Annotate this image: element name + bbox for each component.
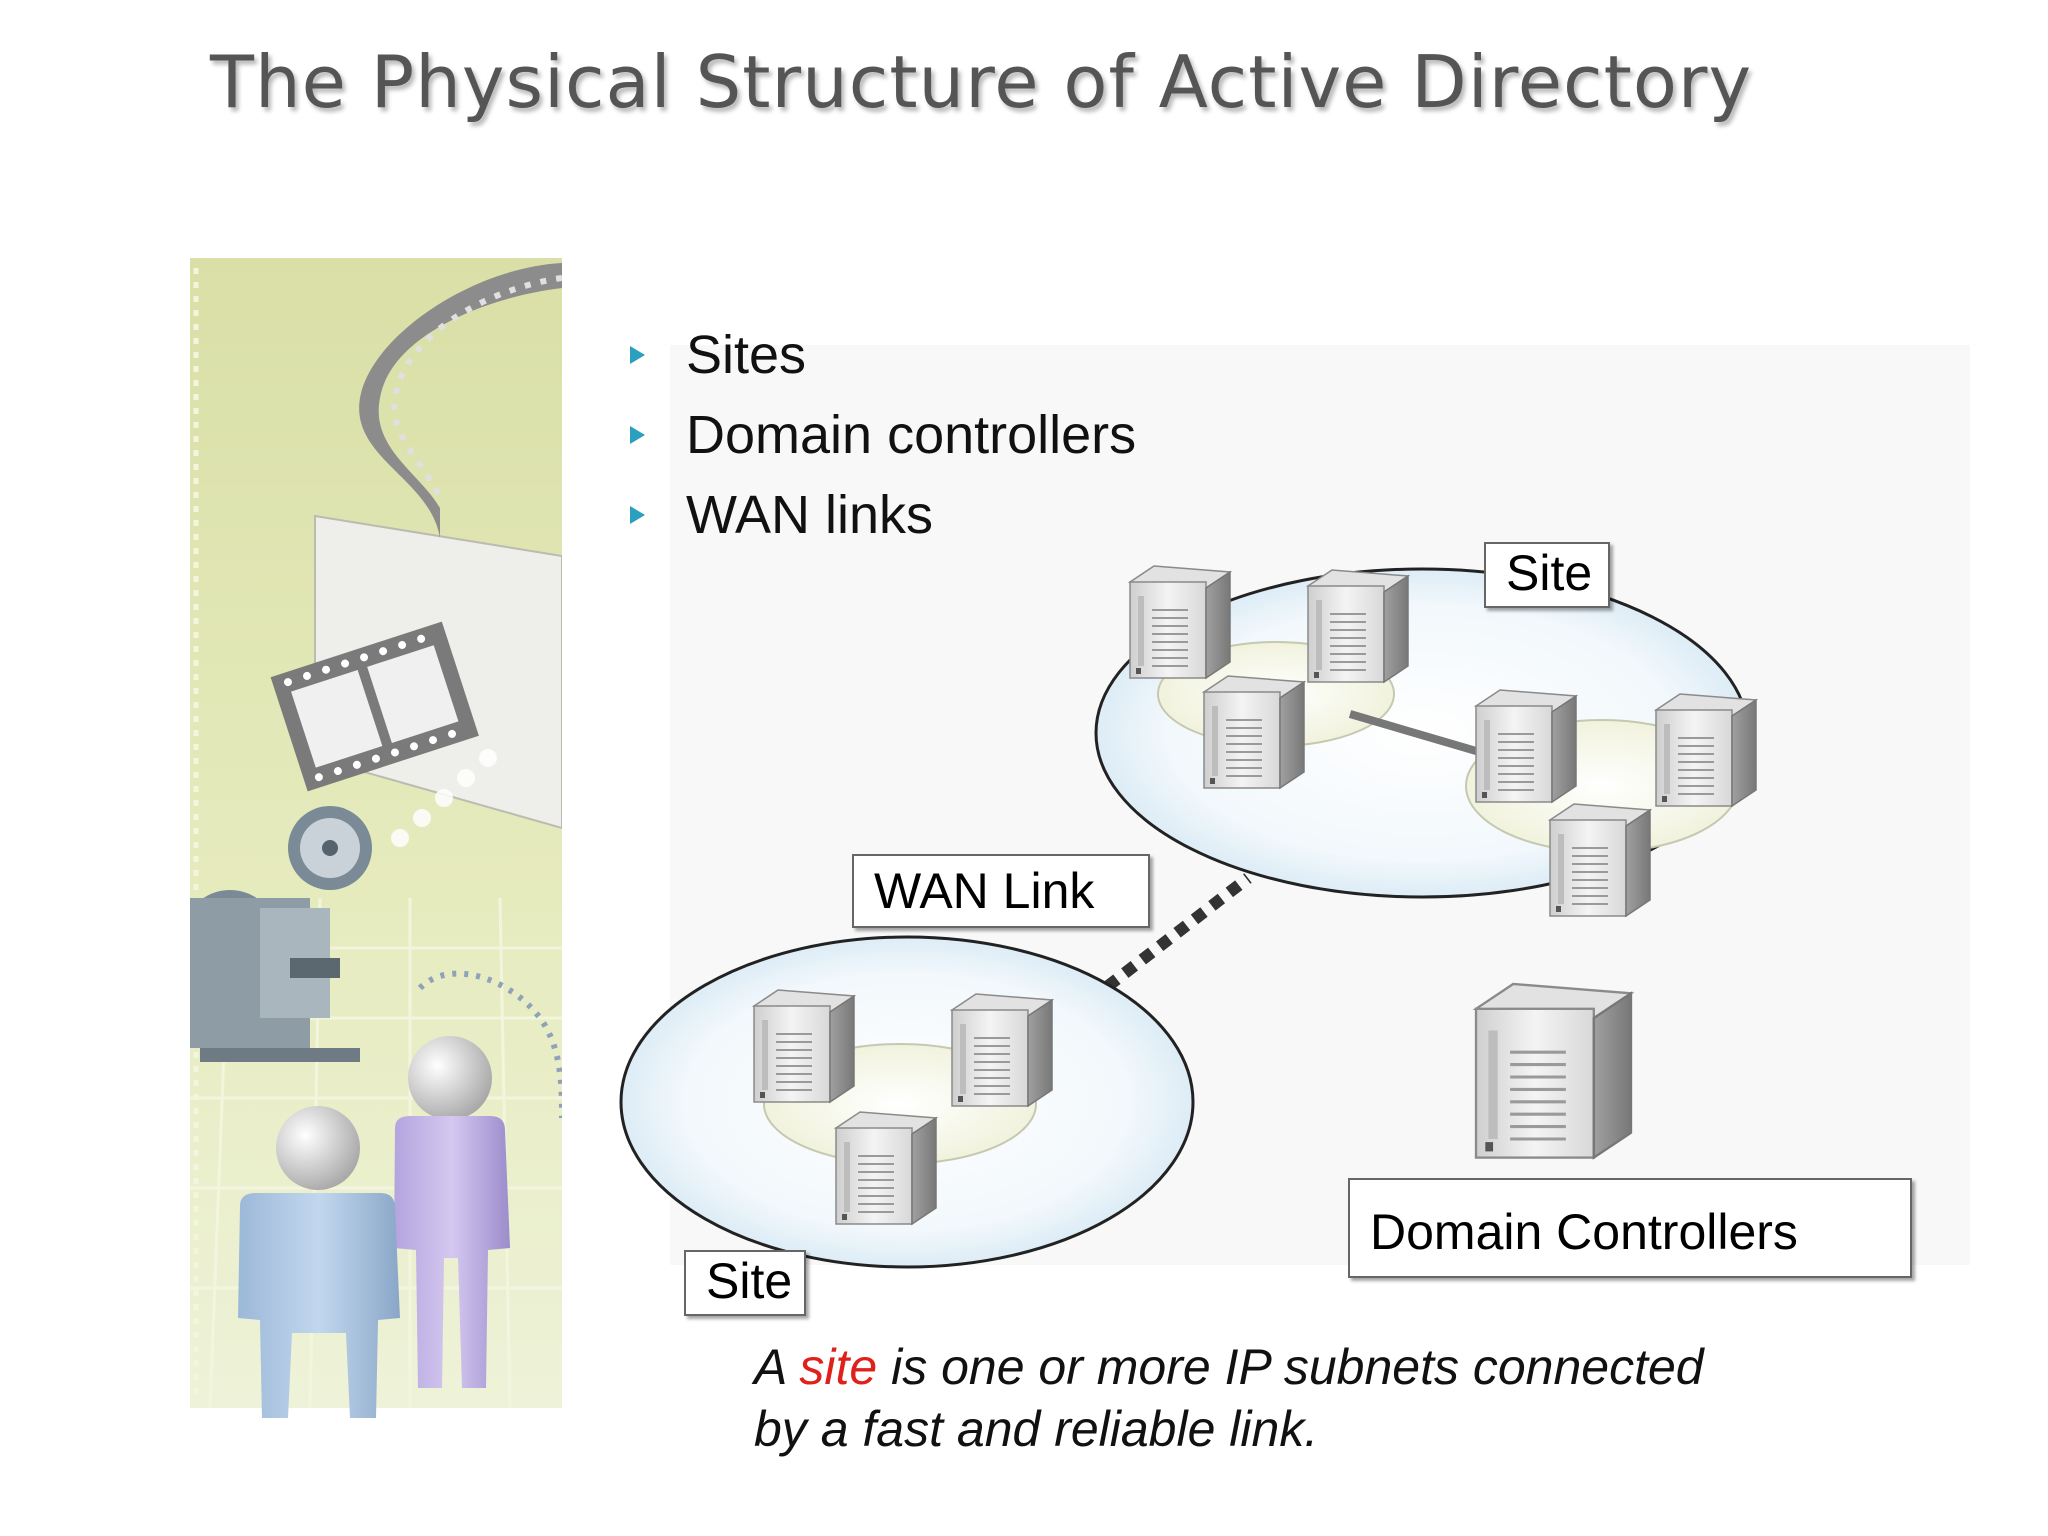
wan-link-label: WAN Link — [852, 854, 1150, 928]
server-icon — [753, 989, 855, 1103]
bullet-item: Domain controllers — [628, 402, 1136, 482]
caption-highlight: site — [799, 1339, 878, 1395]
server-icon — [1549, 803, 1651, 917]
server-icon — [1129, 565, 1231, 679]
server-icon — [1203, 675, 1305, 789]
bullet-arrow-icon — [630, 506, 645, 524]
server-icon — [1307, 569, 1409, 683]
domain-controllers-label: Domain Controllers — [1348, 1178, 1912, 1278]
slide-title: The Physical Structure of Active Directo… — [210, 40, 1753, 124]
caption-line-1: A site is one or more IP subnets connect… — [754, 1339, 1704, 1395]
site-label-bottom: Site — [684, 1250, 806, 1316]
caption: A site is one or more IP subnets connect… — [754, 1336, 1704, 1460]
decorative-illustration — [190, 258, 562, 1418]
bullet-arrow-icon — [630, 346, 645, 364]
server-icon — [1655, 693, 1757, 807]
domain-controller-server-icon — [1474, 982, 1633, 1160]
site-internal-link — [1348, 710, 1502, 762]
caption-line-2: by a fast and reliable link. — [754, 1401, 1319, 1457]
bullet-item: WAN links — [628, 482, 1136, 562]
wan-link-line — [1086, 873, 1252, 1005]
bullet-arrow-icon — [630, 426, 645, 444]
site-label-top: Site — [1484, 542, 1610, 608]
bullet-item: Sites — [628, 322, 1136, 402]
server-icon — [835, 1111, 937, 1225]
server-icon — [951, 993, 1053, 1107]
server-icon — [1475, 689, 1577, 803]
bullet-list: Sites Domain controllers WAN links — [628, 322, 1136, 562]
